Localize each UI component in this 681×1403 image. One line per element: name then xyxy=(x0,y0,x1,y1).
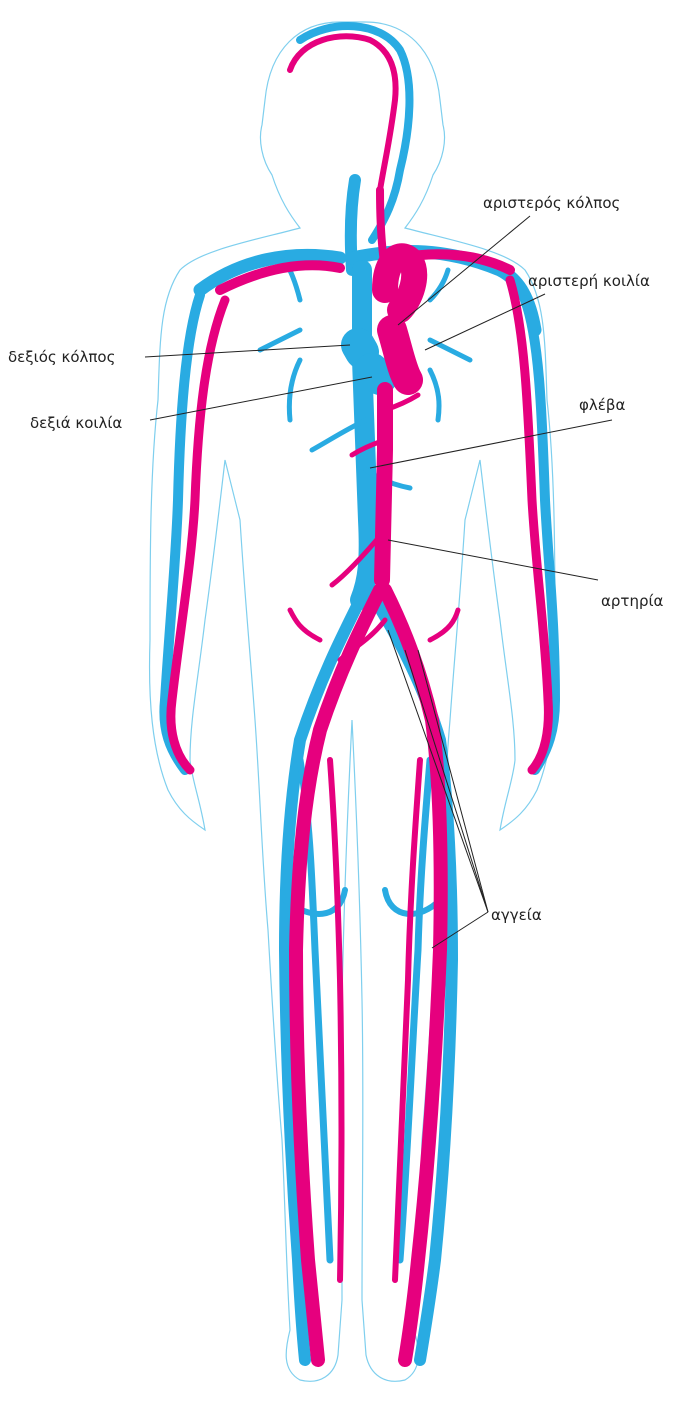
leader-artery xyxy=(388,540,598,580)
aorta xyxy=(382,390,385,580)
heart-right-atrium xyxy=(358,345,362,352)
label-right-ventricle: δεξιά κοιλία xyxy=(30,414,122,432)
leg-artery-3 xyxy=(330,760,342,1280)
vein-network xyxy=(164,26,555,1360)
head-arteries xyxy=(290,36,396,190)
aortic-arch xyxy=(385,256,414,310)
label-left-ventricle: αριστερή κοιλία xyxy=(528,272,650,290)
label-vein: φλέβα xyxy=(579,396,625,414)
leader-vein xyxy=(370,420,612,468)
leader-right-atrium xyxy=(145,345,350,357)
label-vessels: αγγεία xyxy=(491,906,542,924)
label-left-atrium: αριστερός κόλπος xyxy=(483,194,620,212)
label-artery: αρτηρία xyxy=(601,592,664,610)
label-right-atrium: δεξιός κόλπος xyxy=(8,348,115,366)
artery-network xyxy=(171,36,549,1360)
heart-right-ventricle xyxy=(372,370,380,378)
heart xyxy=(392,330,408,380)
